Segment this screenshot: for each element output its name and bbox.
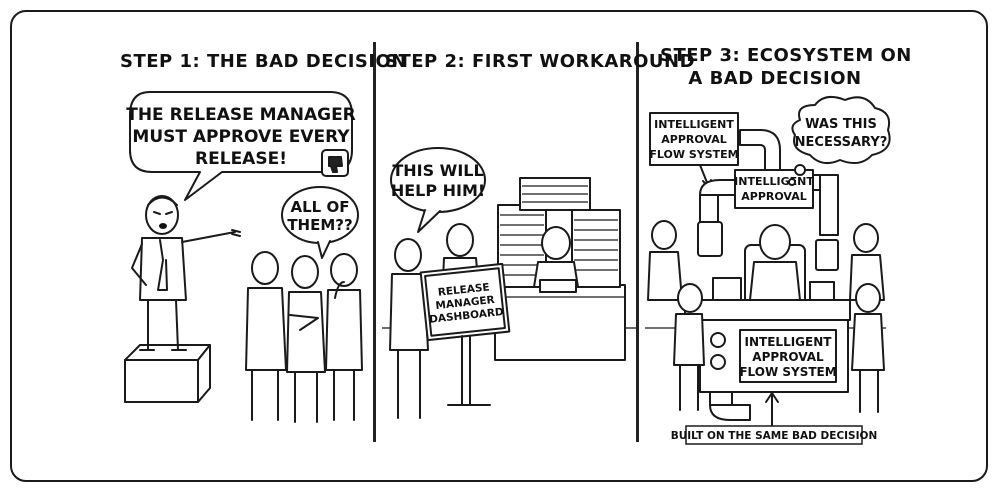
devices [697,221,839,307]
manager-speech-line-3: RELEASE! [195,149,287,169]
flow-label-top-line-1: INTELLIGENT [654,118,734,131]
panel-divider-2 [636,42,639,442]
caption-arrow [765,392,779,426]
worker-figures [647,220,885,413]
paper-stacks [497,177,621,288]
crowd-speech-line-1: ALL OF [291,198,350,216]
thumbs-down-icon [321,149,349,177]
thought-line-2: NECESSARY? [795,135,888,150]
panel-3-title-line-1: STEP 3: ECOSYSTEM ON [660,45,912,66]
crowd-figures [245,251,363,423]
approval-label-line-1: INTELLIGENT [734,175,814,188]
flow-system-label-top: INTELLIGENT APPROVAL FLOW SYSTEM [649,112,739,188]
panel-3: INTELLIGENT APPROVAL FLOW SYSTEM INTELLI… [645,95,891,445]
thought-bubble: WAS THIS NECESSARY? [788,95,891,186]
dashboard-sign: RELEASE MANAGER DASHBOARD [419,262,511,406]
caption-text: BUILT ON THE SAME BAD DECISION [671,430,878,442]
desk [382,284,636,361]
manager-speech-bubble: THE RELEASE MANAGER MUST APPROVE EVERY R… [126,91,356,201]
manager-speech-line-1: THE RELEASE MANAGER [126,105,356,125]
flow-label-top-line-2: APPROVAL [661,133,726,146]
approval-label: INTELLIGENT APPROVAL [734,169,814,209]
flow-label-top-line-3: FLOW SYSTEM [649,148,738,161]
panel-2-title: STEP 2: FIRST WORKAROUND [385,51,696,72]
seated-manager [744,224,806,306]
sign-line-1: RELEASE [437,281,490,298]
machine-label-line-1: INTELLIGENT [745,335,833,349]
panel-2: THIS WILL HELP HIM! [382,147,636,419]
panel-divider-1 [373,42,376,442]
helper-speech-line-2: HELP HIM! [391,181,485,200]
caption-box: BUILT ON THE SAME BAD DECISION [671,425,878,445]
panel-1-title: STEP 1: THE BAD DECISION [120,51,407,72]
crowd-speech-bubble: ALL OF THEM?? [281,186,359,259]
helper-speech-bubble: THIS WILL HELP HIM! [390,147,486,233]
panel-1: THE RELEASE MANAGER MUST APPROVE EVERY R… [124,91,363,423]
approval-label-line-2: APPROVAL [741,190,806,203]
helper-speech-line-1: THIS WILL [392,161,483,180]
panel-3-title-line-2: A BAD DECISION [688,68,862,89]
machine-label-line-2: APPROVAL [752,350,824,364]
overwhelmed-manager [533,226,579,293]
thought-line-1: WAS THIS [805,117,877,132]
machine-label-line-3: FLOW SYSTEM [739,365,836,379]
crowd-speech-line-2: THEM?? [287,216,352,234]
soapbox [124,344,211,403]
manager-speech-line-2: MUST APPROVE EVERY [132,127,350,147]
manager-figure [131,195,241,351]
flow-machine: INTELLIGENT APPROVAL FLOW SYSTEM [645,299,886,393]
